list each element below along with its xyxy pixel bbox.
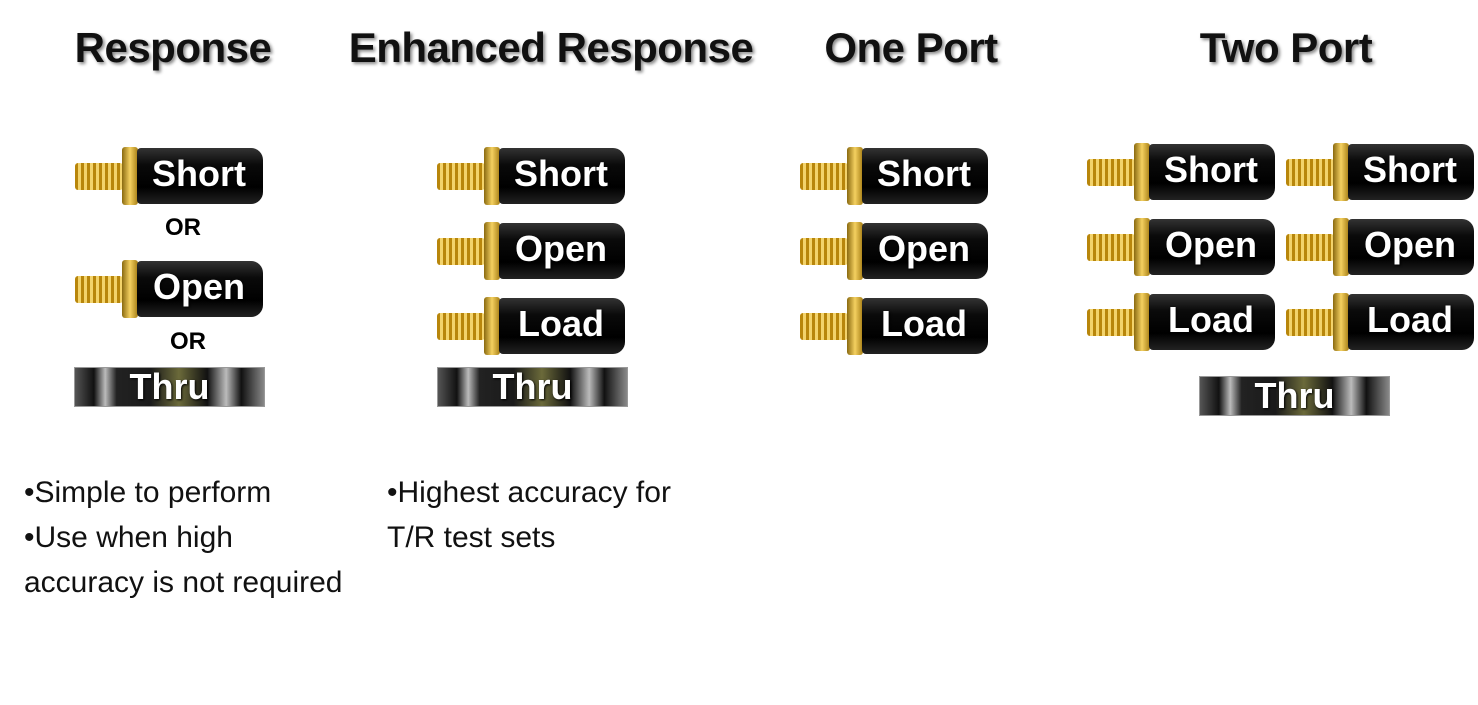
standard-body bbox=[1348, 294, 1474, 350]
bullet-text: accuracy is not required bbox=[24, 566, 343, 599]
title-enhanced-response: Enhanced Response bbox=[348, 24, 754, 71]
connector-thread bbox=[1286, 309, 1334, 336]
load-standard-port1: Load bbox=[1087, 293, 1275, 351]
title-response: Response bbox=[74, 24, 272, 71]
thru-standard: Thru bbox=[74, 366, 265, 407]
bullet-text: •Highest accuracy for bbox=[387, 476, 671, 509]
open-standard: Open bbox=[75, 260, 263, 318]
standard-label: Open bbox=[514, 228, 607, 269]
connector-thread bbox=[800, 163, 848, 190]
connector-thread bbox=[437, 163, 485, 190]
connector-thread bbox=[75, 276, 123, 303]
bullet-text: T/R test sets bbox=[387, 521, 556, 554]
standard-label: Open bbox=[152, 266, 245, 307]
short-standard: Short bbox=[75, 147, 263, 205]
connector-collar bbox=[1333, 143, 1349, 201]
load-standard: Load bbox=[437, 297, 625, 355]
standard-body bbox=[499, 148, 625, 204]
connector-thread bbox=[437, 238, 485, 265]
or-label: OR bbox=[165, 214, 201, 241]
short-standard-port1: Short bbox=[1087, 143, 1275, 201]
short-standard: Short bbox=[437, 147, 625, 205]
standard-body bbox=[862, 298, 988, 354]
standard-body bbox=[1149, 219, 1275, 275]
open-standard-port2: Open bbox=[1286, 218, 1474, 276]
standard-label: Thru bbox=[129, 366, 210, 407]
load-standard: Load bbox=[800, 297, 988, 355]
standard-body bbox=[1149, 294, 1275, 350]
connector-collar bbox=[1333, 293, 1349, 351]
connector-thread bbox=[75, 163, 123, 190]
or-label: OR bbox=[170, 328, 206, 355]
open-standard-port1: Open bbox=[1087, 218, 1275, 276]
connector-thread bbox=[1286, 234, 1334, 261]
connector-thread bbox=[800, 238, 848, 265]
connector-collar bbox=[1134, 218, 1150, 276]
thru-standard: Thru bbox=[1199, 375, 1390, 416]
standard-label: Thru bbox=[492, 366, 573, 407]
short-standard-port2: Short bbox=[1286, 143, 1474, 201]
connector-collar bbox=[847, 147, 863, 205]
standard-body bbox=[862, 148, 988, 204]
standard-label: Short bbox=[1164, 149, 1258, 190]
standard-label: Load bbox=[518, 303, 604, 344]
standard-body bbox=[1348, 219, 1474, 275]
standard-body bbox=[137, 261, 263, 317]
connector-collar bbox=[847, 222, 863, 280]
response-notes: •Simple to perform •Use when high accura… bbox=[24, 470, 343, 605]
connector-thread bbox=[800, 313, 848, 340]
short-standard: Short bbox=[800, 147, 988, 205]
connector-collar bbox=[1134, 143, 1150, 201]
connector-collar bbox=[1333, 218, 1349, 276]
enhanced-response-notes: •Highest accuracy for T/R test sets bbox=[387, 470, 671, 560]
standard-label: Thru bbox=[1254, 375, 1335, 416]
standard-label: Load bbox=[1168, 299, 1254, 340]
connector-thread bbox=[1087, 234, 1135, 261]
standard-label: Short bbox=[514, 153, 608, 194]
title-one-port: One Port bbox=[824, 24, 998, 71]
standard-label: Load bbox=[881, 303, 967, 344]
connector-collar bbox=[1134, 293, 1150, 351]
standard-body bbox=[499, 223, 625, 279]
connector-collar bbox=[484, 297, 500, 355]
connector-thread bbox=[1087, 159, 1135, 186]
standard-body bbox=[499, 298, 625, 354]
standard-body bbox=[1149, 144, 1275, 200]
thru-standard: Thru bbox=[437, 366, 628, 407]
open-standard: Open bbox=[437, 222, 625, 280]
standard-label: Short bbox=[152, 153, 246, 194]
standard-body bbox=[862, 223, 988, 279]
connector-collar bbox=[122, 147, 138, 205]
bullet-text: •Use when high bbox=[24, 521, 233, 554]
standard-label: Open bbox=[877, 228, 970, 269]
standard-body bbox=[137, 148, 263, 204]
standard-label: Short bbox=[1363, 149, 1457, 190]
connector-collar bbox=[847, 297, 863, 355]
connector-collar bbox=[484, 222, 500, 280]
connector-thread bbox=[1087, 309, 1135, 336]
title-two-port: Two Port bbox=[1199, 24, 1373, 71]
standard-label: Short bbox=[877, 153, 971, 194]
open-standard: Open bbox=[800, 222, 988, 280]
connector-thread bbox=[1286, 159, 1334, 186]
load-standard-port2: Load bbox=[1286, 293, 1474, 351]
connector-collar bbox=[122, 260, 138, 318]
bullet-text: •Simple to perform bbox=[24, 476, 272, 509]
standard-body bbox=[1348, 144, 1474, 200]
standard-label: Load bbox=[1367, 299, 1453, 340]
connector-collar bbox=[484, 147, 500, 205]
standard-label: Open bbox=[1363, 224, 1456, 265]
standard-label: Open bbox=[1164, 224, 1257, 265]
connector-thread bbox=[437, 313, 485, 340]
